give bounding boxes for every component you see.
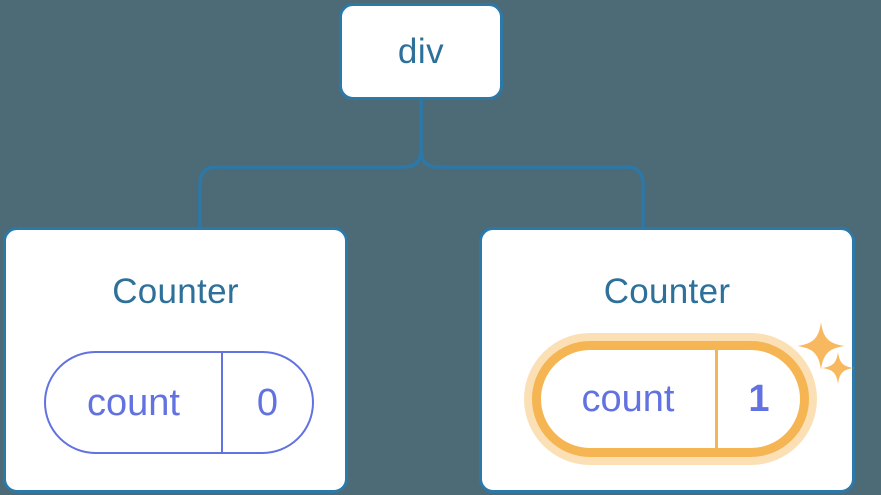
state-key-label: count <box>541 350 718 448</box>
state-pill-count-right[interactable]: count 1 <box>532 341 809 457</box>
edge-to-left-counter <box>198 97 423 231</box>
node-counter-left-title: Counter <box>112 272 239 311</box>
node-counter-right-title: Counter <box>603 272 731 311</box>
node-counter-right[interactable]: Counter count 1 <box>479 227 855 493</box>
node-div[interactable]: div <box>339 3 503 100</box>
state-pill-count-left[interactable]: count 0 <box>44 351 314 454</box>
sparkle-small-icon <box>822 352 854 384</box>
state-value-label: 0 <box>256 381 279 424</box>
state-key-label: count <box>46 353 223 452</box>
edge-to-right-counter <box>419 97 645 231</box>
node-counter-left[interactable]: Counter count 0 <box>3 227 348 493</box>
node-div-label: div <box>397 32 445 71</box>
sparkle-large-icon <box>797 322 845 370</box>
state-value-label: 1 <box>748 378 770 420</box>
